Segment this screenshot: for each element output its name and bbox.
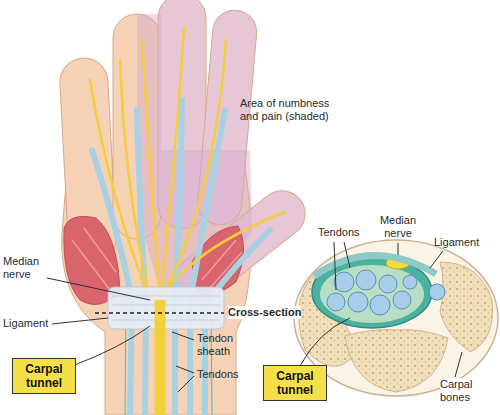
part-label: Tendons — [197, 368, 239, 381]
hand — [59, 0, 315, 415]
part-label: Carpal bones — [440, 378, 486, 404]
part-label: Median nerve — [3, 255, 47, 281]
median-nerve — [155, 300, 166, 415]
callout-box: Carpal tunnel — [12, 358, 76, 394]
nerves — [90, 28, 285, 300]
part-label: Area of numbness and pain (shaded) — [240, 97, 348, 123]
part-label: Ligament — [3, 317, 48, 330]
part-label: Median nerve — [375, 214, 421, 240]
transverse-ligament — [108, 287, 224, 329]
part-label: Tendon sheath — [197, 332, 247, 358]
callout-box: Carpal tunnel — [263, 365, 327, 401]
part-label: Ligament — [434, 236, 479, 249]
cross-section-line — [95, 312, 224, 313]
leader-lines — [47, 242, 462, 392]
part-label: Tendons — [318, 226, 360, 239]
part-label: Cross-section — [228, 306, 301, 319]
callout-text: Carpal tunnel — [18, 362, 70, 390]
callout-text: Carpal tunnel — [269, 369, 321, 397]
